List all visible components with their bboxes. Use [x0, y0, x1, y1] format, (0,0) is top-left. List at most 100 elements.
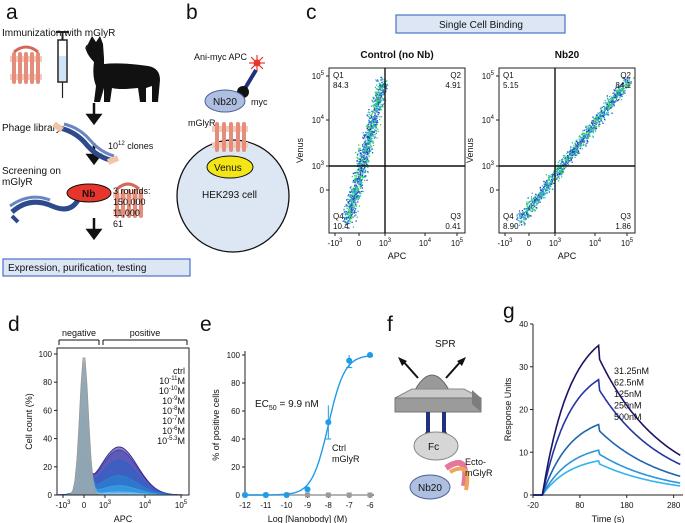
- event-dot: [380, 109, 382, 111]
- event-dot: [370, 114, 372, 117]
- event-dot: [562, 171, 564, 173]
- event-dot: [565, 163, 567, 166]
- event-dot: [351, 194, 353, 196]
- event-dot: [582, 144, 584, 146]
- event-dot: [359, 176, 362, 178]
- event-dot: [582, 137, 584, 139]
- event-dot: [626, 85, 628, 87]
- event-dot: [381, 78, 383, 80]
- event-dot: [347, 195, 349, 197]
- event-dot: [369, 117, 371, 120]
- event-dot: [372, 111, 374, 113]
- event-dot: [364, 139, 366, 142]
- event-dot: [356, 159, 358, 162]
- event-dot: [534, 205, 536, 207]
- event-dot: [612, 102, 614, 105]
- event-dot: [352, 179, 355, 182]
- event-dot: [346, 213, 348, 215]
- event-dot: [596, 118, 598, 120]
- event-dot: [570, 157, 572, 159]
- legend-entry: 31.25nM: [614, 366, 649, 376]
- event-dot: [526, 209, 528, 211]
- event-dot: [347, 201, 349, 203]
- y-tick-label: 20: [519, 406, 528, 415]
- event-dot: [592, 127, 594, 129]
- event-dot: [356, 162, 358, 165]
- event-dot: [589, 127, 591, 130]
- event-dot: [523, 222, 525, 224]
- q2-value: 4.91: [445, 81, 461, 90]
- event-dot: [593, 117, 595, 120]
- event-dot: [527, 202, 529, 205]
- event-dot: [367, 135, 369, 138]
- event-dot: [548, 175, 551, 177]
- event-dot: [624, 90, 626, 92]
- event-dot: [349, 202, 351, 205]
- event-dot: [355, 192, 357, 194]
- event-dot: [587, 135, 589, 137]
- event-dot: [353, 202, 356, 204]
- event-dot: [361, 175, 364, 178]
- event-dot: [564, 158, 566, 160]
- event-dot: [591, 120, 593, 122]
- event-dot: [565, 157, 567, 159]
- event-dot: [551, 181, 553, 183]
- event-dot: [376, 111, 378, 113]
- event-dot: [383, 98, 385, 100]
- event-dot: [585, 134, 587, 136]
- event-dot: [355, 178, 357, 180]
- y-tick-label: 103: [312, 161, 325, 171]
- event-dot: [574, 149, 576, 151]
- q1-name: Q1: [503, 71, 514, 80]
- event-dot: [573, 153, 575, 155]
- event-dot: [603, 110, 605, 112]
- event-dot: [365, 151, 368, 153]
- event-dot: [612, 92, 614, 94]
- event-dot: [355, 198, 357, 201]
- event-dot: [575, 139, 578, 141]
- y-tick-label: 104: [312, 115, 325, 125]
- event-dot: [595, 124, 597, 126]
- event-dot: [561, 164, 563, 166]
- event-dot: [361, 163, 364, 165]
- x-tick-label: 103: [379, 238, 392, 248]
- event-dot: [545, 180, 548, 182]
- event-dot: [530, 196, 533, 198]
- event-dot: [352, 211, 354, 213]
- event-dot: [608, 105, 610, 107]
- event-dot: [519, 222, 521, 224]
- y-axis-label: Response Units: [503, 377, 513, 441]
- event-dot: [354, 196, 357, 198]
- single-cell-header-text: Single Cell Binding: [439, 20, 523, 31]
- event-dot: [603, 111, 606, 113]
- panel-b-label: b: [186, 1, 198, 24]
- event-dot: [613, 89, 615, 91]
- event-dot: [528, 208, 530, 210]
- event-dot: [358, 205, 361, 207]
- round-3: 61: [113, 219, 123, 229]
- event-dot: [617, 91, 619, 93]
- y-tick-label: 105: [482, 71, 495, 81]
- event-dot: [377, 89, 379, 91]
- event-dot: [606, 112, 608, 114]
- event-dot: [387, 84, 389, 86]
- event-dot: [382, 90, 384, 92]
- event-dot: [371, 99, 373, 101]
- event-dot: [557, 174, 560, 176]
- mglyr-point: [304, 486, 311, 493]
- event-dot: [370, 123, 372, 125]
- event-dot: [540, 194, 543, 196]
- event-dot: [375, 119, 377, 121]
- event-dot: [377, 86, 379, 88]
- nb20-label: Nb20: [213, 97, 237, 108]
- event-dot: [365, 143, 367, 146]
- event-dot: [355, 202, 357, 204]
- event-dot: [607, 108, 609, 110]
- event-dot: [363, 175, 365, 178]
- event-dot: [354, 200, 356, 203]
- nb20-label-f: Nb20: [418, 483, 442, 494]
- event-dot: [361, 168, 364, 170]
- event-dot: [585, 126, 588, 128]
- event-dot: [624, 79, 627, 81]
- x-tick-label: -11: [260, 501, 272, 510]
